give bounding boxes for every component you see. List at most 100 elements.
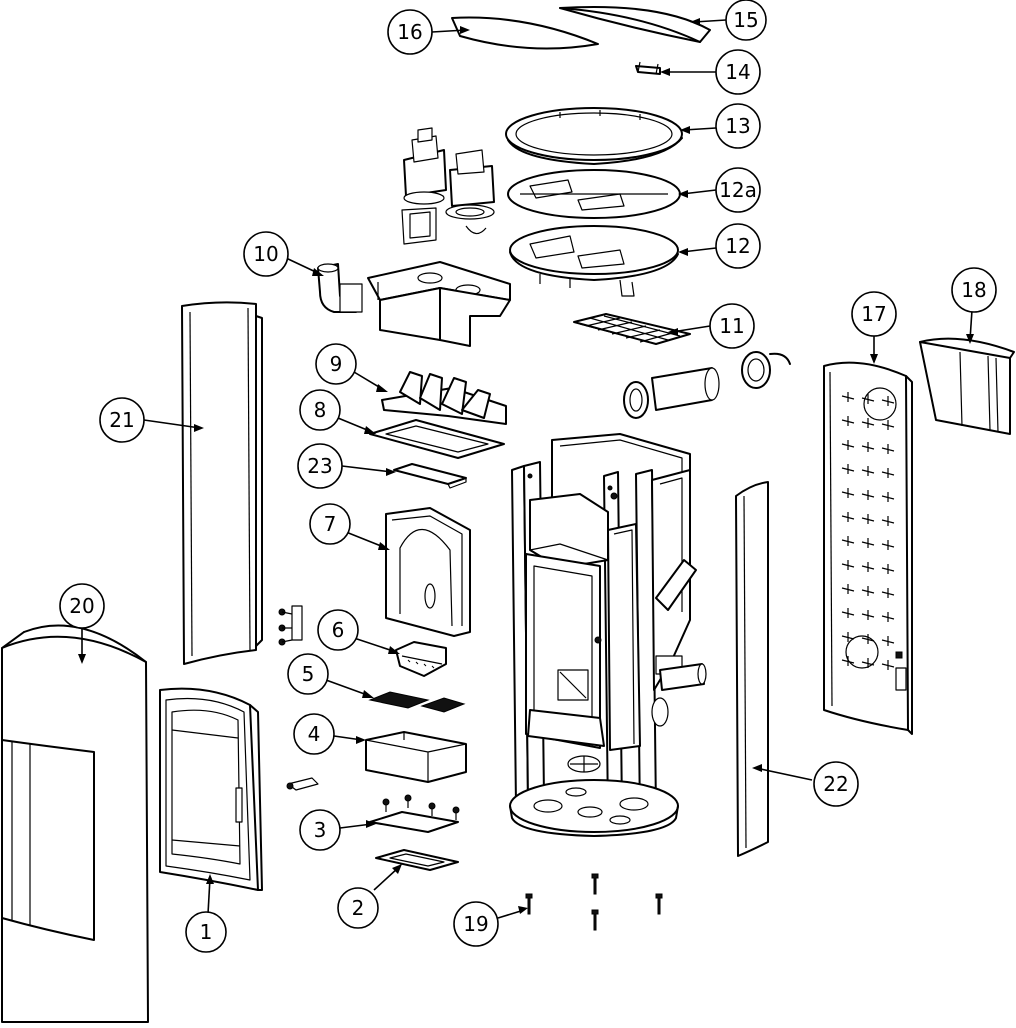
part-1-door (159, 687, 263, 891)
callout-12a-label: 12a (719, 178, 757, 202)
part-23-bar (393, 463, 467, 489)
part-5-grates (368, 691, 466, 713)
callout-16: 16 (387, 9, 433, 55)
callout-9-label: 9 (330, 352, 343, 376)
rear-panel-vent-slot (881, 516, 895, 526)
part-13-top-ring (505, 107, 683, 165)
callout-23: 23 (297, 443, 343, 489)
callout-18-label: 18 (961, 278, 986, 302)
part-19-screws (525, 873, 663, 931)
rear-panel-vent-slot (841, 536, 855, 546)
callout-12: 12 (715, 223, 761, 269)
part-21-left-side-panel (181, 301, 263, 665)
callout-4: 4 (293, 713, 335, 755)
rear-panel-vent-slot (881, 420, 895, 430)
part-air-intake-pipe (623, 351, 791, 419)
rear-panel-vent-slot (881, 444, 895, 454)
callout-12a: 12a (715, 167, 761, 213)
callout-3-label: 3 (314, 818, 327, 842)
part-4-ash-pan (365, 731, 467, 783)
part-14-bracket (635, 61, 661, 75)
part-3-plate (369, 794, 460, 833)
callout-22-label: 22 (823, 772, 848, 796)
part-7-firebox-liner (385, 507, 471, 637)
rear-panel-vent-slot (841, 584, 855, 594)
callout-9: 9 (315, 343, 357, 385)
callout-17-label: 17 (861, 302, 886, 326)
part-2-gasket (375, 849, 459, 871)
rear-panel-vent-slot (881, 612, 895, 622)
callout-21: 21 (99, 397, 145, 443)
rear-panel-vent-slot (861, 658, 875, 668)
callout-20: 20 (59, 583, 105, 629)
rear-panel-vent-slot (861, 466, 875, 476)
rear-panel-vent-slot (861, 586, 875, 596)
callout-1-label: 1 (200, 920, 213, 944)
rear-panel-vent-slot (841, 656, 855, 666)
callout-23-label: 23 (307, 454, 332, 478)
callout-13: 13 (715, 103, 761, 149)
callout-12-label: 12 (725, 234, 750, 258)
rear-panel-vent-slot (861, 538, 875, 548)
callout-5: 5 (287, 653, 329, 695)
callout-18: 18 (951, 267, 997, 313)
rear-panel-vent-slot (881, 588, 895, 598)
rear-panel-vent-slot (881, 468, 895, 478)
callout-17: 17 (851, 291, 897, 337)
rear-panel-vent-slot (841, 392, 855, 402)
rear-panel-vent-slot (861, 634, 875, 644)
leader-lines (78, 18, 974, 919)
rear-panel-vent-slot (861, 394, 875, 404)
callout-7: 7 (309, 503, 351, 545)
callout-15-label: 15 (733, 8, 758, 32)
rear-panel-vent-slot (861, 514, 875, 524)
part-10-exhaust-assembly (317, 261, 511, 347)
callout-5-label: 5 (302, 662, 315, 686)
rear-panel-vent-slot (841, 416, 855, 426)
rear-panel-vent-slot (861, 562, 875, 572)
part-17-vents (841, 392, 895, 670)
part-16-top-cover (451, 16, 599, 50)
callout-6: 6 (317, 609, 359, 651)
rear-panel-vent-slot (861, 442, 875, 452)
callout-1: 1 (185, 911, 227, 953)
callout-16-label: 16 (397, 20, 422, 44)
rear-panel-vent-slot (881, 540, 895, 550)
callout-10-label: 10 (253, 242, 278, 266)
callout-14-label: 14 (725, 60, 750, 84)
callout-11-label: 11 (719, 314, 744, 338)
callout-7-label: 7 (324, 512, 337, 536)
rear-panel-vent-slot (841, 632, 855, 642)
part-22-right-side-panel (735, 481, 769, 857)
rear-panel-vent-slot (881, 564, 895, 574)
rear-panel-vent-slot (881, 492, 895, 502)
part-9-baffle (381, 371, 507, 425)
callout-10: 10 (243, 231, 289, 277)
part-17-rear-panel (823, 361, 913, 735)
callout-6-label: 6 (332, 618, 345, 642)
part-11-mesh (573, 313, 691, 345)
part-6-burn-pot (395, 641, 447, 677)
callout-20-label: 20 (69, 594, 94, 618)
callout-3: 3 (299, 809, 341, 851)
rear-panel-vent-slot (881, 660, 895, 670)
rear-panel-vent-slot (881, 636, 895, 646)
part-12-frame (509, 225, 679, 297)
rear-panel-vent-slot (861, 490, 875, 500)
part-combustion-fans (401, 127, 495, 245)
part-12a-top-plate (507, 169, 681, 219)
callout-11: 11 (709, 303, 755, 349)
rear-panel-vent-slot (841, 608, 855, 618)
rear-panel-vent-slot (881, 396, 895, 406)
rear-panel-vent-slot (861, 610, 875, 620)
rear-panel-vent-slot (841, 440, 855, 450)
callout-22: 22 (813, 761, 859, 807)
callout-8-label: 8 (314, 398, 327, 422)
callout-13-label: 13 (725, 114, 750, 138)
callout-2: 2 (337, 887, 379, 929)
part-8-gasket (369, 419, 505, 459)
rear-panel-vent-slot (841, 488, 855, 498)
callout-2-label: 2 (352, 896, 365, 920)
part-15-top-cover (559, 5, 711, 43)
